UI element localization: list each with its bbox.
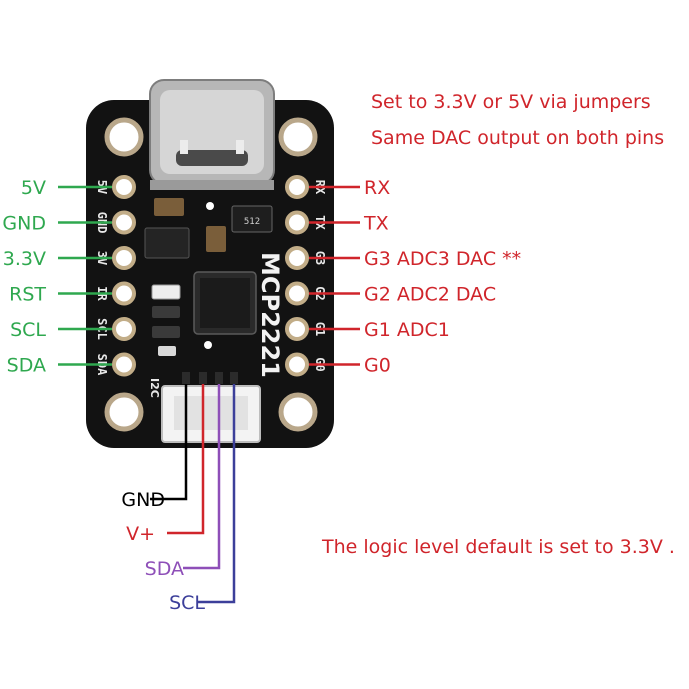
via-bottom [204, 341, 212, 349]
pad-right-g0 [285, 352, 309, 377]
pad-left-3-3v [112, 246, 136, 270]
connector-label-sda: SDA [145, 558, 184, 580]
wire-scl [198, 384, 236, 604]
resistor-label: 512 [244, 217, 260, 227]
connector-pin-scl [230, 372, 238, 384]
pin-label-left-3-3v: 3.3V [3, 248, 46, 270]
stemma-qt-connector [161, 385, 261, 443]
jumper-note: Set to 3.3V or 5V via jumpers [371, 91, 651, 113]
pad-right-g3-adc3-dac [285, 246, 309, 270]
pad-left-5v [112, 175, 136, 199]
component-r3 [152, 326, 180, 338]
connector-pin-sda [215, 372, 223, 384]
component-r1 [151, 284, 181, 300]
wire-sda [183, 384, 221, 570]
mounting-hole-top-right [278, 117, 318, 157]
pin-label-left-sda: SDA [7, 355, 46, 377]
pin-label-left-scl: SCL [10, 319, 46, 341]
mounting-hole-bottom-left [104, 392, 144, 432]
connector-label-gnd: GND [121, 489, 165, 511]
wire-gnd [150, 384, 188, 501]
component-u2 [144, 227, 190, 259]
mounting-hole-top-left [104, 117, 144, 157]
connector-label-scl: SCL [169, 592, 205, 614]
pad-right-rx [285, 175, 309, 199]
wire-v [167, 384, 205, 535]
component-led [158, 346, 176, 356]
logic-level-note: The logic level default is set to 3.3V . [321, 536, 675, 558]
pin-label-left-5v: 5V [21, 177, 46, 199]
component-c2 [206, 226, 226, 252]
pad-left-gnd [112, 210, 136, 235]
component-c1 [154, 198, 184, 216]
connector-pin-callouts: GND V+ SDA SCL [121, 372, 238, 614]
connector-label-v: V+ [126, 523, 155, 545]
pin-label-right-tx: TX [363, 213, 389, 235]
pin-label-right-g1-adc1: G1 ADC1 [364, 319, 450, 341]
pad-left-scl [112, 317, 136, 341]
pad-right-g1-adc1 [285, 317, 309, 341]
left-pin-header [112, 175, 136, 377]
pin-label-right-g3-adc3-dac: G3 ADC3 DAC ** [364, 248, 521, 270]
dac-note: Same DAC output on both pins [371, 127, 664, 149]
pin-label-left-rst: RST [9, 284, 46, 306]
pad-right-tx [285, 210, 309, 235]
via-top [206, 202, 214, 210]
pad-right-g2-adc2-dac [285, 281, 309, 306]
connector-pin-v [199, 372, 207, 384]
right-pin-header [285, 175, 309, 377]
left-pin-callouts: 5V GND 3.3V RST SCL SDA [2, 177, 112, 377]
connector-pin-gnd [182, 372, 190, 384]
mounting-hole-bottom-right [278, 392, 318, 432]
pad-left-sda [112, 352, 136, 377]
pin-label-right-g0: G0 [364, 355, 391, 377]
stemma-label: I2C [148, 378, 161, 398]
resistor-array [231, 205, 273, 233]
pin-label-left-gnd: GND [2, 213, 46, 235]
pin-label-right-rx: RX [364, 177, 390, 199]
pad-left-rst [112, 281, 136, 306]
chip-label: MCP2221 [256, 252, 284, 378]
pin-label-right-g2-adc2-dac: G2 ADC2 DAC [364, 284, 496, 306]
usb-c-connector [149, 79, 275, 190]
component-r2 [152, 306, 180, 318]
